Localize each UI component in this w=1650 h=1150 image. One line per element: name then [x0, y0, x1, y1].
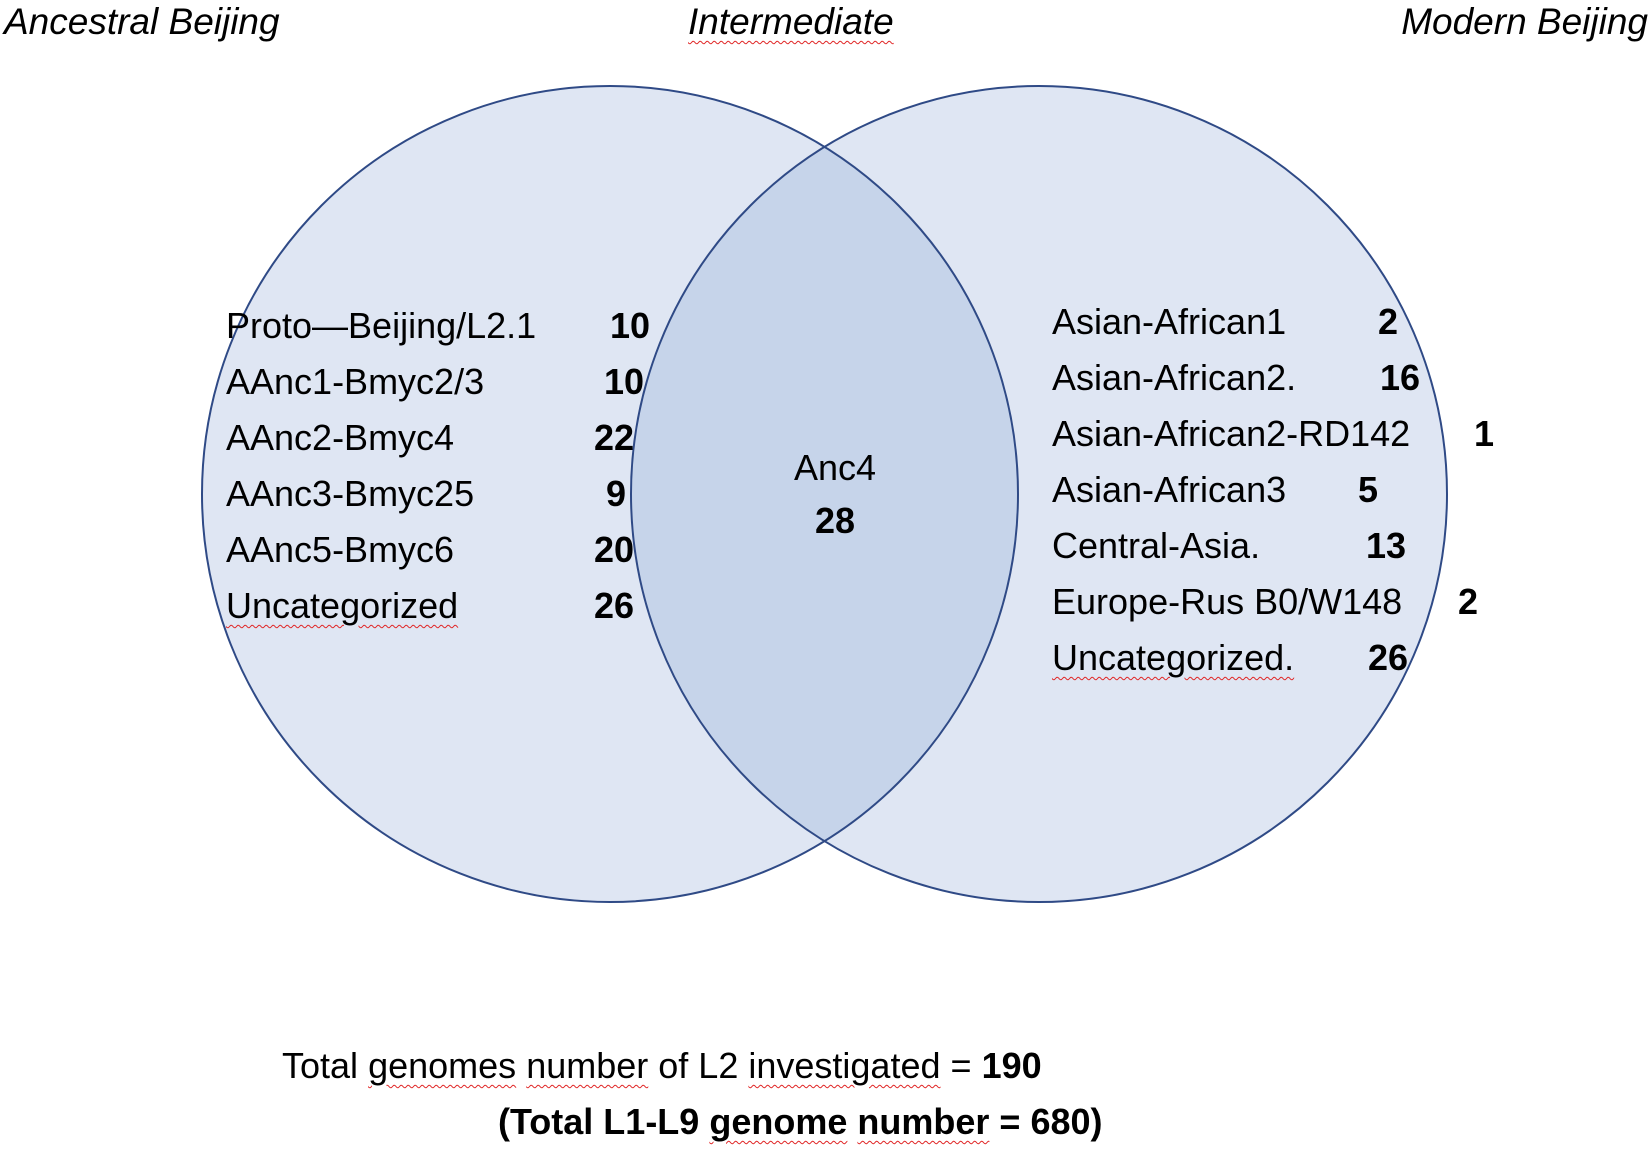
- group-count: 9: [606, 473, 627, 514]
- list-item: Europe-Rus B0/W148 2: [1052, 574, 1512, 630]
- footer-word: investigated: [748, 1045, 941, 1086]
- footer-word: genomes: [368, 1045, 517, 1086]
- list-item: AAnc3-Bmyc25 9: [226, 466, 666, 522]
- list-item: Asian-African3 5: [1052, 462, 1512, 518]
- ancestral-group-list: Proto—Beijing/L2.1 10 AAnc1-Bmyc2/3 10 A…: [226, 298, 666, 634]
- group-label: Uncategorized.: [1052, 637, 1295, 678]
- footer-word: (Total L1-L9: [498, 1101, 700, 1142]
- group-count: 26: [594, 585, 635, 626]
- list-item: Uncategorized. 26: [1052, 630, 1512, 686]
- heading-intermediate: Intermediate: [688, 1, 894, 42]
- list-item: Asian-African2-RD142 1: [1052, 406, 1512, 462]
- group-label: AAnc5-Bmyc6: [226, 529, 455, 570]
- group-label: Asian-African2.: [1052, 357, 1297, 398]
- total-l2-line: Total genomes number of L2 investigated …: [282, 1038, 1042, 1094]
- modern-group-list: Asian-African1 2 Asian-African2. 16 Asia…: [1052, 294, 1512, 686]
- group-count: 5: [1358, 469, 1379, 510]
- group-count: 20: [594, 529, 635, 570]
- group-label: AAnc2-Bmyc4: [226, 417, 455, 458]
- list-item: Proto—Beijing/L2.1 10: [226, 298, 666, 354]
- group-count: 16: [1380, 357, 1421, 398]
- footer-word: = 680): [999, 1101, 1103, 1142]
- group-label: Uncategorized: [226, 585, 459, 626]
- list-item: AAnc2-Bmyc4 22: [226, 410, 666, 466]
- group-count: 10: [604, 361, 645, 402]
- group-count: 2: [1458, 581, 1479, 622]
- group-count: 1: [1474, 413, 1495, 454]
- group-label: Central-Asia.: [1052, 525, 1261, 566]
- heading-ancestral-beijing: Ancestral Beijing: [4, 1, 280, 42]
- group-count: 22: [594, 417, 635, 458]
- total-l2-value: 190: [981, 1045, 1042, 1086]
- footer-word: genome: [709, 1101, 848, 1142]
- modern-circle-outline: [630, 85, 1448, 903]
- footer-word: number: [857, 1101, 990, 1142]
- list-item: Uncategorized 26: [226, 578, 666, 634]
- footer-word: =: [950, 1045, 972, 1086]
- group-label: Asian-African2-RD142: [1052, 413, 1411, 454]
- footer-word: of L2: [658, 1045, 739, 1086]
- group-label: Asian-African3: [1052, 469, 1287, 510]
- intermediate-overlap: [631, 86, 1018, 902]
- footer-word: Total: [282, 1045, 359, 1086]
- group-count: 13: [1366, 525, 1407, 566]
- list-item: AAnc5-Bmyc6 20: [226, 522, 666, 578]
- list-item: Central-Asia. 13: [1052, 518, 1512, 574]
- group-label: Asian-African1: [1052, 301, 1287, 342]
- list-item: Asian-African1 2: [1052, 294, 1512, 350]
- group-label: AAnc3-Bmyc25: [226, 473, 475, 514]
- group-label: AAnc1-Bmyc2/3: [226, 361, 485, 402]
- group-count: 28: [814, 500, 856, 541]
- group-count: 26: [1368, 637, 1409, 678]
- group-count: 2: [1378, 301, 1399, 342]
- footer-word: number: [526, 1045, 649, 1086]
- intermediate-group: Anc4 28: [760, 440, 910, 546]
- ancestral-circle-outline: [201, 85, 1019, 903]
- list-item: Asian-African2. 16: [1052, 350, 1512, 406]
- group-label: Europe-Rus B0/W148: [1052, 581, 1403, 622]
- group-label: Anc4: [793, 447, 877, 488]
- group-label: Proto—Beijing/L2.1: [226, 305, 537, 346]
- group-count: 10: [610, 305, 651, 346]
- total-l1-l9-line: (Total L1-L9 genome number = 680): [498, 1094, 1103, 1150]
- list-item: AAnc1-Bmyc2/3 10: [226, 354, 666, 410]
- heading-modern-beijing: Modern Beijing: [1401, 1, 1648, 42]
